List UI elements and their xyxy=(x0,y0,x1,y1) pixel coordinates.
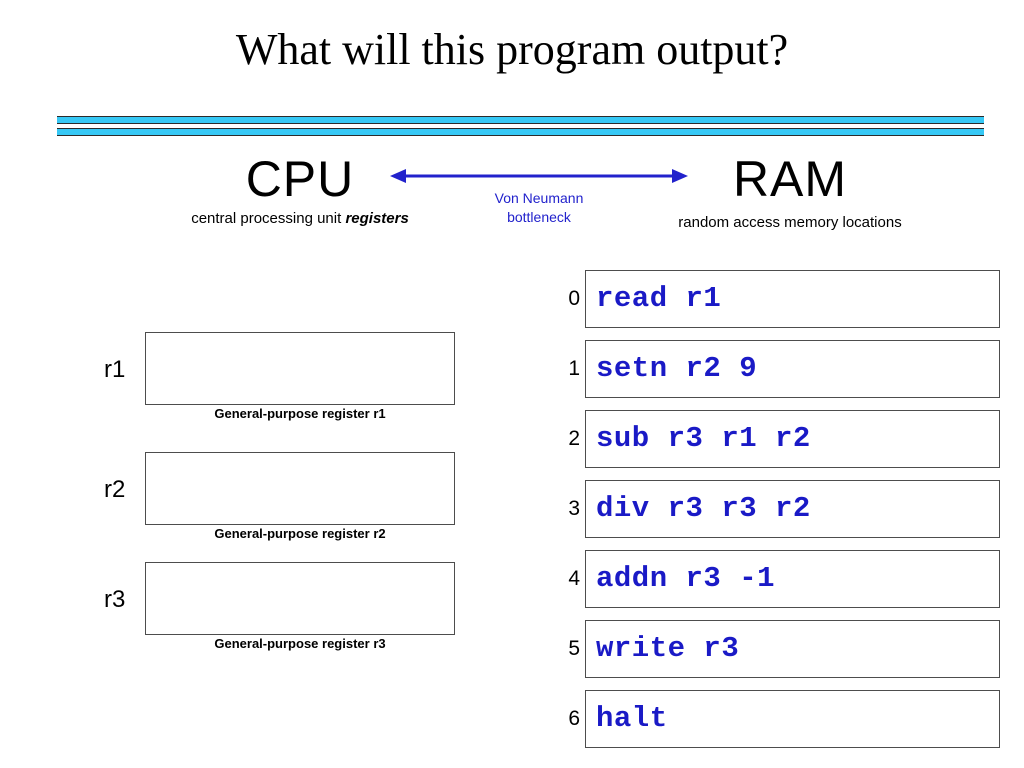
memory-instruction-0: read r1 xyxy=(596,282,722,315)
memory-cell-0[interactable]: read r1 xyxy=(585,270,1000,328)
memory-cell-row: 5 write r3 xyxy=(548,620,1004,690)
register-caption-r3: General-purpose register r3 xyxy=(214,636,386,651)
memory-address-6: 6 xyxy=(568,707,580,730)
double-arrow-icon xyxy=(390,169,688,183)
memory-cell-row: 1 setn r2 9 xyxy=(548,340,1004,410)
memory-cell-1[interactable]: setn r2 9 xyxy=(585,340,1000,398)
memory-cell-row: 2 sub r3 r1 r2 xyxy=(548,410,1004,480)
cpu-subtitle: central processing unit registers xyxy=(140,210,460,228)
register-r1-group: r1 General-purpose register r1 xyxy=(100,332,460,421)
memory-cell-4[interactable]: addn r3 -1 xyxy=(585,550,1000,608)
register-value-r1[interactable] xyxy=(145,332,455,405)
memory-address-2: 2 xyxy=(568,427,580,450)
register-value-r3[interactable] xyxy=(145,562,455,635)
register-tag-r3: r3 xyxy=(104,586,126,613)
memory-address-3: 3 xyxy=(568,497,580,520)
von-neumann-bottleneck-group: Von Neumann bottleneck xyxy=(388,165,690,235)
memory-address-4: 4 xyxy=(568,567,580,590)
register-row: r2 General-purpose register r2 xyxy=(100,452,460,541)
divider-bar-bottom xyxy=(57,128,984,136)
register-caption-r2: General-purpose register r2 xyxy=(214,526,386,541)
register-r3-group: r3 General-purpose register r3 xyxy=(100,562,460,651)
memory-cell-list: 0 read r1 1 setn r2 9 2 sub r3 r1 r2 3 d… xyxy=(548,270,1004,760)
register-tag-r1: r1 xyxy=(104,356,126,383)
memory-instruction-2: sub r3 r1 r2 xyxy=(596,422,811,455)
memory-cell-row: 0 read r1 xyxy=(548,270,1004,340)
memory-cell-row: 3 div r3 r3 r2 xyxy=(548,480,1004,550)
memory-cell-row: 4 addn r3 -1 xyxy=(548,550,1004,620)
memory-instruction-3: div r3 r3 r2 xyxy=(596,492,811,525)
ram-heading-group: RAM random access memory locations xyxy=(640,152,940,232)
bottleneck-label: Von Neumann bottleneck xyxy=(388,189,690,227)
register-value-r2[interactable] xyxy=(145,452,455,525)
memory-cell-5[interactable]: write r3 xyxy=(585,620,1000,678)
memory-instruction-4: addn r3 -1 xyxy=(596,562,776,595)
memory-instruction-5: write r3 xyxy=(596,632,740,665)
register-tag-r2: r2 xyxy=(104,476,126,503)
ram-heading-label: RAM xyxy=(732,151,848,207)
memory-cell-row: 6 halt xyxy=(548,690,1004,760)
bottleneck-label-line1: Von Neumann xyxy=(494,190,584,206)
bottleneck-label-line2: bottleneck xyxy=(507,209,571,225)
memory-address-1: 1 xyxy=(568,357,580,380)
memory-instruction-6: halt xyxy=(596,702,668,735)
cpu-subtitle-emphasis: registers xyxy=(345,210,409,227)
cpu-heading-label: CPU xyxy=(245,151,355,207)
cpu-heading-group: CPU central processing unit registers xyxy=(140,152,460,228)
memory-instruction-1: setn r2 9 xyxy=(596,352,758,385)
divider-bar-top xyxy=(57,116,984,124)
memory-cell-6[interactable]: halt xyxy=(585,690,1000,748)
memory-address-5: 5 xyxy=(568,637,580,660)
memory-cell-3[interactable]: div r3 r3 r2 xyxy=(585,480,1000,538)
register-caption-r1: General-purpose register r1 xyxy=(214,406,386,421)
register-row: r3 General-purpose register r3 xyxy=(100,562,460,651)
register-r2-group: r2 General-purpose register r2 xyxy=(100,452,460,541)
cpu-subtitle-plain: central processing unit xyxy=(191,210,346,227)
title-divider xyxy=(57,116,984,138)
memory-address-0: 0 xyxy=(568,287,580,310)
memory-cell-2[interactable]: sub r3 r1 r2 xyxy=(585,410,1000,468)
register-row: r1 General-purpose register r1 xyxy=(100,332,460,421)
page-title: What will this program output? xyxy=(235,25,789,74)
ram-subtitle: random access memory locations xyxy=(678,214,902,231)
